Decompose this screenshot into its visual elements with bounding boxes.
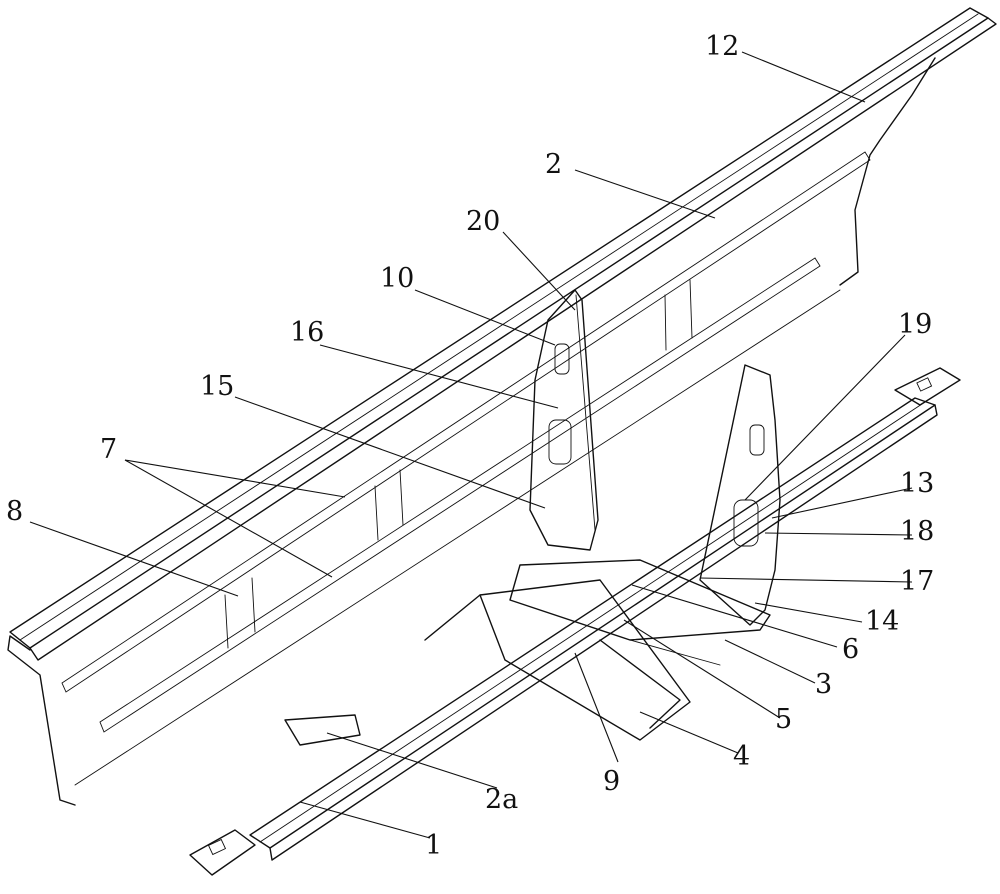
label-2: 2 — [545, 149, 562, 180]
label-20: 20 — [466, 206, 500, 237]
label-1: 1 — [425, 830, 442, 861]
reference-numerals: 12 2 20 10 16 19 15 7 8 13 18 17 14 6 3 … — [6, 31, 934, 861]
label-14: 14 — [865, 606, 899, 637]
label-19: 19 — [898, 309, 932, 340]
pillar-right — [699, 364, 781, 626]
pillar-left — [529, 289, 599, 551]
label-5: 5 — [775, 704, 792, 735]
label-15: 15 — [200, 371, 234, 402]
label-3: 3 — [815, 669, 832, 700]
label-4: 4 — [733, 741, 750, 772]
leader-lines — [29, 51, 913, 839]
side-wall-panel — [7, 57, 936, 806]
label-7: 7 — [100, 434, 117, 465]
label-17: 17 — [900, 566, 934, 597]
label-6: 6 — [842, 634, 859, 665]
label-2a: 2a — [485, 784, 518, 815]
label-10: 10 — [380, 263, 414, 294]
top-rail — [9, 7, 997, 661]
label-13: 13 — [900, 468, 934, 499]
long-beam — [189, 367, 961, 876]
label-8: 8 — [6, 496, 23, 527]
floor-structure — [284, 559, 771, 746]
label-16: 16 — [290, 317, 324, 348]
label-12: 12 — [705, 31, 739, 62]
label-18: 18 — [900, 516, 934, 547]
label-9: 9 — [603, 766, 620, 797]
